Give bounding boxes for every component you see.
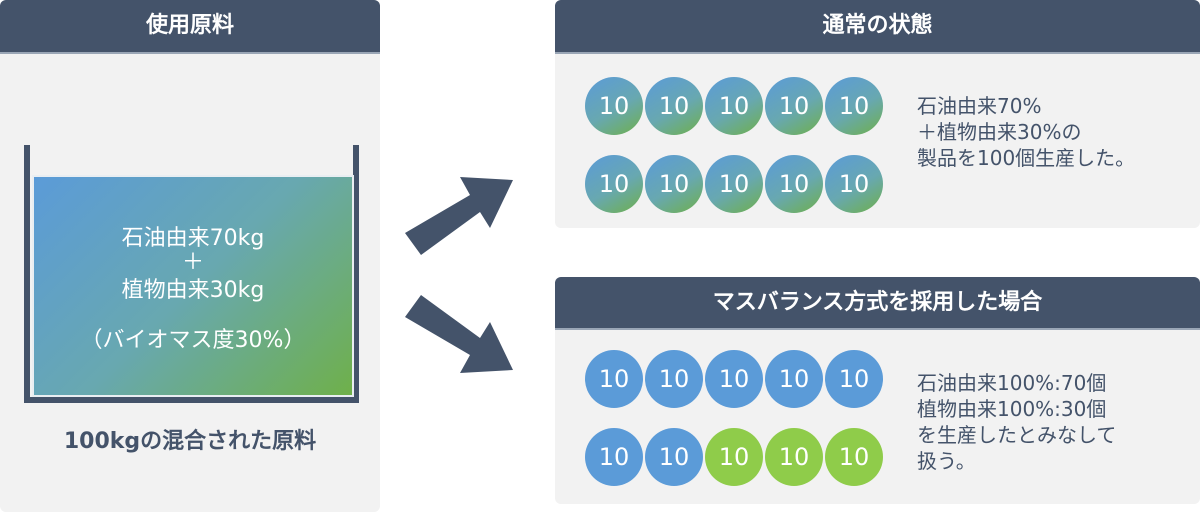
raw-material-panel: 使用原料 石油由来70kg ＋ 植物由来30kg （バイオマス度30%） 100… [0,0,380,512]
mass-balance-product-grid: 10 10 10 10 10 10 10 10 10 10 [585,350,883,504]
product-circle-petroleum: 10 [825,350,883,408]
normal-state-panel: 通常の状態 10 10 10 10 10 10 10 10 10 10 石油由来… [555,0,1200,228]
product-circle-mixed: 10 [585,155,643,213]
tank-bottom [24,397,359,403]
normal-product-grid: 10 10 10 10 10 10 10 10 10 10 [585,77,883,228]
biomass-ratio: （バイオマス度30%） [80,328,306,353]
tank-right-wall [353,145,359,403]
mass-balance-panel: マスバランス方式を採用した場合 10 10 10 10 10 10 10 10 … [555,277,1200,504]
product-circle-petroleum: 10 [585,428,643,486]
product-circle-mixed: 10 [825,155,883,213]
arrow-down-right-icon [405,295,513,373]
product-circle-mixed: 10 [705,77,763,135]
product-circle-mixed: 10 [645,155,703,213]
product-circle-petroleum: 10 [585,350,643,408]
product-circle-plant: 10 [825,428,883,486]
tank-left-wall [24,145,30,403]
normal-state-title: 通常の状態 [555,0,1200,54]
product-circle-mixed: 10 [765,77,823,135]
mass-balance-description: 石油由来100%:70個 植物由来100%:30個 を生産したとみなして 扱う。 [917,371,1117,473]
product-circle-mixed: 10 [705,155,763,213]
product-circle-petroleum: 10 [645,350,703,408]
mass-balance-title: マスバランス方式を採用した場合 [555,277,1200,330]
arrow-up-right-icon [405,177,513,255]
normal-state-description: 石油由来70% ＋植物由来30%の 製品を100個生産した。 [917,94,1136,170]
product-circle-petroleum: 10 [705,350,763,408]
product-circle-plant: 10 [765,428,823,486]
plant-amount: 植物由来30kg [121,278,265,303]
product-circle-petroleum: 10 [645,428,703,486]
mixed-material-liquid: 石油由来70kg ＋ 植物由来30kg （バイオマス度30%） [32,175,354,397]
product-circle-mixed: 10 [645,77,703,135]
product-circle-plant: 10 [705,428,763,486]
product-circle-petroleum: 10 [765,350,823,408]
petroleum-amount: 石油由来70kg [121,226,265,251]
plus-sign: ＋ [181,250,204,275]
product-circle-mixed: 10 [825,77,883,135]
product-circle-mixed: 10 [765,155,823,213]
mixed-material-caption: 100kgの混合された原料 [63,429,317,454]
product-circle-mixed: 10 [585,77,643,135]
raw-material-title: 使用原料 [0,0,380,54]
